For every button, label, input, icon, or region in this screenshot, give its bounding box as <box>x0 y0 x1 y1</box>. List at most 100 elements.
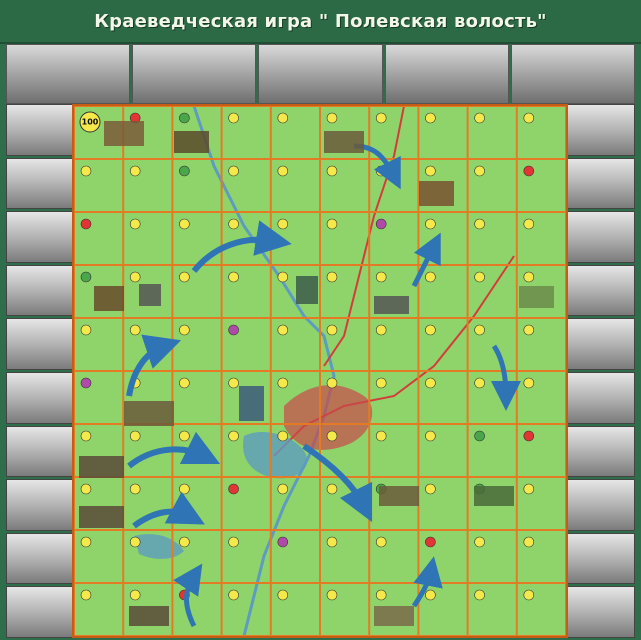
cell-token-yellow[interactable] <box>129 271 141 283</box>
photo-top-5 <box>510 44 636 104</box>
cell-token-yellow[interactable] <box>277 589 289 601</box>
cell-token-yellow[interactable] <box>129 589 141 601</box>
cell-token-yellow[interactable] <box>425 271 436 283</box>
cell-token-yellow[interactable] <box>179 377 190 389</box>
cell-token-yellow[interactable] <box>474 377 485 389</box>
cell-token-yellow[interactable] <box>277 430 289 442</box>
cell-token-yellow[interactable] <box>474 324 485 336</box>
cell-token-yellow[interactable] <box>129 430 141 442</box>
cell-token-yellow[interactable] <box>375 271 387 283</box>
picture-9 <box>519 286 554 308</box>
cell-token-yellow[interactable] <box>80 430 92 442</box>
cell-token-yellow[interactable] <box>80 165 92 177</box>
cell-token-yellow[interactable] <box>425 165 436 177</box>
cell-token-purple[interactable] <box>277 536 289 548</box>
cell-token-yellow[interactable] <box>277 483 289 495</box>
cell-token-green[interactable] <box>474 430 485 442</box>
cell-token-green[interactable] <box>80 271 92 283</box>
cell-token-yellow[interactable] <box>375 112 387 124</box>
cell-token-yellow[interactable] <box>326 165 338 177</box>
cell-token-yellow[interactable] <box>425 430 436 442</box>
start-token[interactable] <box>79 111 101 133</box>
cell-token-yellow[interactable] <box>179 536 190 548</box>
cell-token-yellow[interactable] <box>277 112 289 124</box>
cell-token-yellow[interactable] <box>277 218 289 230</box>
game-board[interactable]: 100 <box>72 104 568 638</box>
cell-token-purple[interactable] <box>80 377 92 389</box>
cell-token-yellow[interactable] <box>228 218 239 230</box>
cell-token-red[interactable] <box>425 536 436 548</box>
cell-token-yellow[interactable] <box>474 165 485 177</box>
cell-token-yellow[interactable] <box>425 377 436 389</box>
cell-token-yellow[interactable] <box>523 536 535 548</box>
cell-token-yellow[interactable] <box>375 165 387 177</box>
cell-token-yellow[interactable] <box>129 483 141 495</box>
cell-token-yellow[interactable] <box>425 589 436 601</box>
cell-token-yellow[interactable] <box>474 589 485 601</box>
cell-token-yellow[interactable] <box>179 218 190 230</box>
cell-token-yellow[interactable] <box>277 165 289 177</box>
cell-token-yellow[interactable] <box>523 271 535 283</box>
cell-token-yellow[interactable] <box>375 430 387 442</box>
cell-token-purple[interactable] <box>375 218 387 230</box>
cell-token-yellow[interactable] <box>228 112 239 124</box>
cell-token-yellow[interactable] <box>179 483 190 495</box>
cell-token-yellow[interactable] <box>179 324 190 336</box>
cell-token-yellow[interactable] <box>129 165 141 177</box>
cell-token-yellow[interactable] <box>326 589 338 601</box>
cell-token-yellow[interactable] <box>80 536 92 548</box>
cell-token-yellow[interactable] <box>375 536 387 548</box>
cell-token-yellow[interactable] <box>277 324 289 336</box>
cell-token-yellow[interactable] <box>375 324 387 336</box>
cell-token-red[interactable] <box>523 430 535 442</box>
photo-left-4 <box>6 264 74 317</box>
cell-token-yellow[interactable] <box>277 377 289 389</box>
cell-token-yellow[interactable] <box>425 112 436 124</box>
cell-token-yellow[interactable] <box>179 430 190 442</box>
board-svg[interactable]: 100 <box>74 106 566 636</box>
cell-token-red[interactable] <box>523 165 535 177</box>
cell-token-red[interactable] <box>228 483 239 495</box>
cell-token-green[interactable] <box>179 165 190 177</box>
cell-token-yellow[interactable] <box>326 324 338 336</box>
cell-token-yellow[interactable] <box>80 589 92 601</box>
cell-token-yellow[interactable] <box>129 218 141 230</box>
cell-token-yellow[interactable] <box>425 324 436 336</box>
cell-token-purple[interactable] <box>228 324 239 336</box>
cell-token-yellow[interactable] <box>474 271 485 283</box>
cell-token-yellow[interactable] <box>474 218 485 230</box>
cell-token-yellow[interactable] <box>228 271 239 283</box>
cell-token-yellow[interactable] <box>425 218 436 230</box>
cell-token-yellow[interactable] <box>80 324 92 336</box>
cell-token-yellow[interactable] <box>228 377 239 389</box>
cell-token-yellow[interactable] <box>523 377 535 389</box>
cell-token-yellow[interactable] <box>228 165 239 177</box>
cell-token-yellow[interactable] <box>179 271 190 283</box>
cell-token-yellow[interactable] <box>326 377 338 389</box>
cell-token-yellow[interactable] <box>523 483 535 495</box>
cell-token-green[interactable] <box>179 112 190 124</box>
cell-token-yellow[interactable] <box>425 483 436 495</box>
cell-token-yellow[interactable] <box>326 271 338 283</box>
cell-token-yellow[interactable] <box>80 483 92 495</box>
cell-token-yellow[interactable] <box>523 589 535 601</box>
cell-token-yellow[interactable] <box>375 589 387 601</box>
cell-token-yellow[interactable] <box>523 112 535 124</box>
cell-token-yellow[interactable] <box>326 218 338 230</box>
cell-token-yellow[interactable] <box>277 271 289 283</box>
cell-token-yellow[interactable] <box>326 112 338 124</box>
cell-token-red[interactable] <box>80 218 92 230</box>
cell-token-yellow[interactable] <box>523 218 535 230</box>
cell-token-yellow[interactable] <box>228 536 239 548</box>
cell-token-yellow[interactable] <box>228 589 239 601</box>
cell-token-yellow[interactable] <box>474 112 485 124</box>
cell-token-yellow[interactable] <box>326 536 338 548</box>
cell-token-yellow[interactable] <box>228 430 239 442</box>
cell-token-yellow[interactable] <box>326 430 338 442</box>
cell-token-yellow[interactable] <box>375 377 387 389</box>
cell-token-yellow[interactable] <box>523 324 535 336</box>
cell-token-yellow[interactable] <box>129 536 141 548</box>
cell-token-yellow[interactable] <box>474 536 485 548</box>
cell-token-yellow[interactable] <box>326 483 338 495</box>
cell-token-yellow[interactable] <box>129 324 141 336</box>
